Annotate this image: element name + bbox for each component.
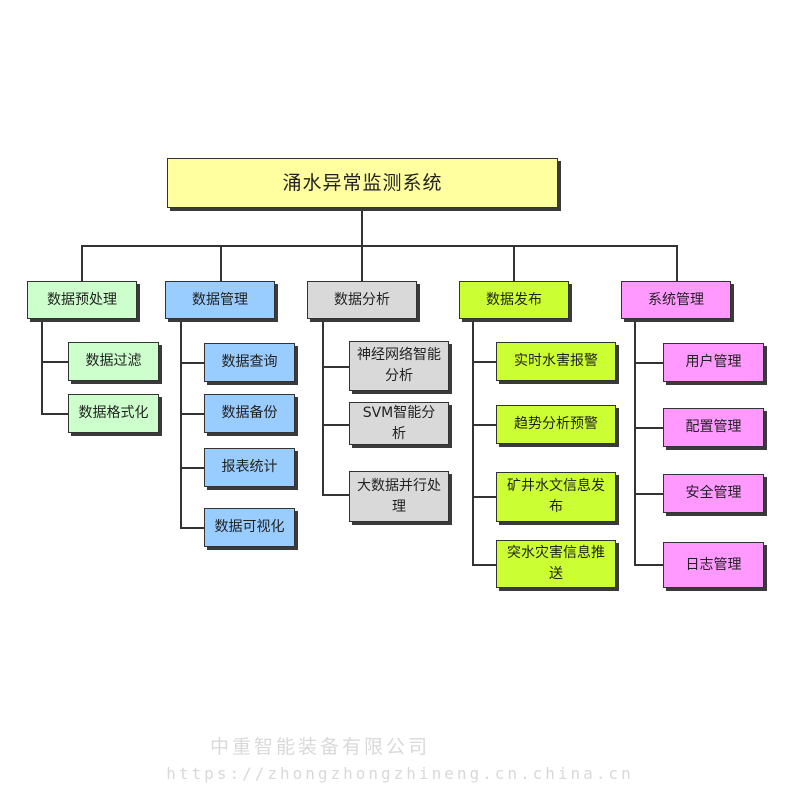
branch-trunk-2 (180, 318, 182, 528)
branch-trunk-3 (322, 318, 324, 496)
branch-tick (472, 424, 496, 426)
leaf-realtime-flood-alarm: 实时水害报警 (496, 342, 616, 381)
leaf-user-management: 用户管理 (663, 343, 764, 382)
branch-tick (180, 467, 204, 469)
leaf-svm-analysis: SVM智能分析 (349, 402, 449, 445)
leaf-data-formatting: 数据格式化 (68, 394, 159, 433)
branch-trunk-1 (41, 318, 43, 414)
branch-tick (634, 493, 663, 495)
leaf-inrush-disaster-push: 突水灾害信息推送 (496, 540, 616, 588)
branch-tick (472, 564, 496, 566)
branch-tick (634, 362, 663, 364)
branch-tick (322, 494, 349, 496)
leaf-big-data-parallel-processing: 大数据并行处理 (349, 471, 449, 522)
branch-tick (634, 564, 663, 566)
branch-tick (180, 527, 204, 529)
leaf-security-management: 安全管理 (663, 474, 764, 513)
branch-tick (41, 361, 68, 363)
branch-tick (322, 366, 349, 368)
module-system-management: 系统管理 (621, 281, 731, 319)
module-drop-2 (220, 245, 222, 281)
branch-tick (634, 427, 663, 429)
module-data-publishing: 数据发布 (459, 281, 569, 319)
leaf-data-filtering: 数据过滤 (68, 342, 159, 381)
leaf-data-query: 数据查询 (204, 343, 295, 382)
module-preprocessing: 数据预处理 (27, 281, 137, 319)
branch-trunk-4 (472, 318, 474, 566)
branch-trunk-5 (634, 318, 636, 566)
leaf-hydrology-info-publishing: 矿井水文信息发布 (496, 472, 616, 522)
module-data-management: 数据管理 (165, 281, 275, 319)
watermark-url: https://zhongzhongzhineng.cn.china.cn (166, 764, 634, 783)
leaf-data-backup: 数据备份 (204, 394, 295, 433)
branch-tick (472, 361, 496, 363)
module-drop-5 (676, 245, 678, 281)
module-drop-3 (361, 245, 363, 281)
root-connector (361, 208, 363, 246)
root-node: 涌水异常监测系统 (167, 158, 558, 208)
branch-tick (41, 413, 68, 415)
module-drop-4 (513, 245, 515, 281)
leaf-config-management: 配置管理 (663, 408, 764, 447)
module-drop-1 (81, 245, 83, 281)
branch-tick (322, 424, 349, 426)
module-data-analysis: 数据分析 (307, 281, 417, 319)
branch-tick (180, 413, 204, 415)
branch-tick (472, 496, 496, 498)
watermark-company: 中重智能装备有限公司 (209, 736, 430, 758)
leaf-log-management: 日志管理 (663, 542, 764, 588)
leaf-report-statistics: 报表统计 (204, 448, 295, 487)
module-bus (81, 245, 678, 247)
leaf-neural-network-analysis: 神经网络智能分析 (349, 341, 449, 391)
branch-tick (180, 362, 204, 364)
leaf-data-visualization: 数据可视化 (204, 508, 295, 547)
leaf-trend-analysis-warning: 趋势分析预警 (496, 405, 616, 444)
